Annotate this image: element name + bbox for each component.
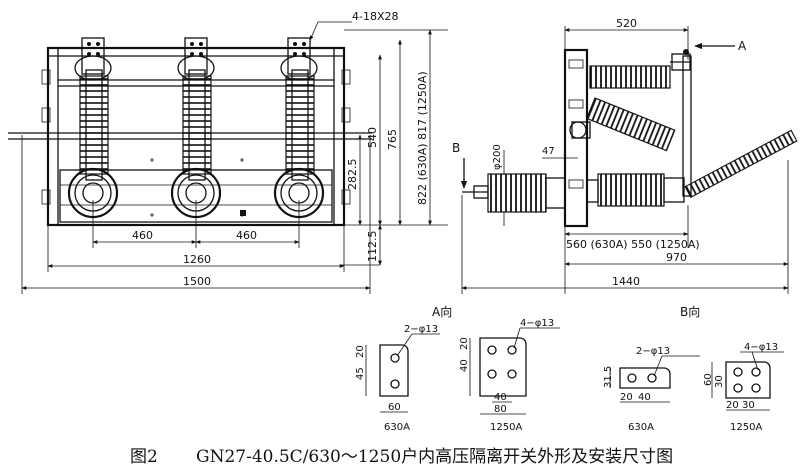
front-view: 4-18X28 460 460 1260 1500 282.5 540 765 …	[8, 10, 448, 294]
plate-b-630-rating: 630A	[628, 422, 654, 433]
view-a-title: A向	[432, 304, 452, 319]
dim-phi200: φ200	[492, 144, 503, 170]
dim-1500: 1500	[183, 275, 211, 288]
view-b: B向 2−φ13 31.5 20 40 630A 4−φ13	[603, 304, 784, 433]
view-b-title: B向	[680, 304, 700, 319]
dim-822-817: 822 (630A) 817 (1250A)	[416, 71, 429, 205]
dim-1440: 1440	[612, 275, 640, 288]
plate-a-1250: 4−φ13 40 20 40 80 1250A	[459, 318, 560, 433]
plate-b-1250-d30: 30	[714, 375, 725, 388]
plate-a-630: 2−φ13 45 20 60 630A	[355, 324, 440, 433]
figure-number: 图2	[130, 447, 158, 467]
dim-282-5: 282.5	[346, 159, 359, 191]
dim-560-550: 560 (630A) 550 (1250A)	[566, 238, 700, 251]
plate-b-1250-w30: 30	[742, 400, 755, 411]
dim-47: 47	[542, 146, 555, 157]
plate-a-630-hole: 2−φ13	[404, 324, 438, 335]
dim-460-left: 460	[132, 229, 153, 242]
plate-a-1250-rating: 1250A	[490, 422, 522, 433]
hole-spec-label: 4-18X28	[352, 10, 399, 23]
plate-a-1250-d20: 20	[459, 337, 470, 350]
plate-a-630-rating: 630A	[384, 422, 410, 433]
plate-b-1250-hole: 4−φ13	[744, 342, 778, 353]
plate-a-1250-d40: 40	[459, 359, 470, 372]
plate-b-630-w20: 20	[620, 392, 633, 403]
plate-b-630-d31-5: 31.5	[603, 366, 614, 388]
plate-b-1250: 4−φ13 60 30 20 30 1250A	[703, 342, 784, 433]
plate-a-630-d20: 20	[355, 345, 366, 358]
plate-b-630: 2−φ13 31.5 20 40 630A	[603, 346, 700, 433]
plate-b-1250-rating: 1250A	[730, 422, 762, 433]
pole-3	[273, 37, 325, 219]
plate-b-630-w40: 40	[638, 392, 651, 403]
pole-2	[170, 37, 222, 219]
figure-caption: GN27-40.5C/630～1250户内高压隔离开关外形及安装尺寸图	[196, 447, 673, 467]
pole-1	[67, 37, 119, 219]
dim-112-5: 112.5	[366, 231, 379, 263]
view-a: A向 2−φ13 45 20 60 630A 4−φ13	[355, 304, 560, 433]
dim-765: 765	[386, 129, 399, 150]
plate-b-1250-d60: 60	[703, 373, 714, 386]
side-view: 520 A	[452, 17, 798, 294]
dim-540: 540	[366, 127, 379, 148]
view-arrow-a: A	[738, 39, 747, 53]
plate-b-1250-w20: 20	[726, 400, 739, 411]
view-arrow-b: B	[452, 141, 460, 155]
dim-970: 970	[666, 251, 687, 264]
plate-a-1250-w80: 80	[494, 404, 507, 415]
plate-b-630-hole: 2−φ13	[636, 346, 670, 357]
dim-1260: 1260	[183, 253, 211, 266]
plate-a-1250-hole: 4−φ13	[520, 318, 554, 329]
dim-460-right: 460	[236, 229, 257, 242]
plate-a-630-d45: 45	[355, 367, 366, 380]
dim-520: 520	[616, 17, 637, 30]
plate-a-630-w60: 60	[388, 402, 401, 413]
plate-a-1250-w40: 40	[494, 392, 507, 403]
